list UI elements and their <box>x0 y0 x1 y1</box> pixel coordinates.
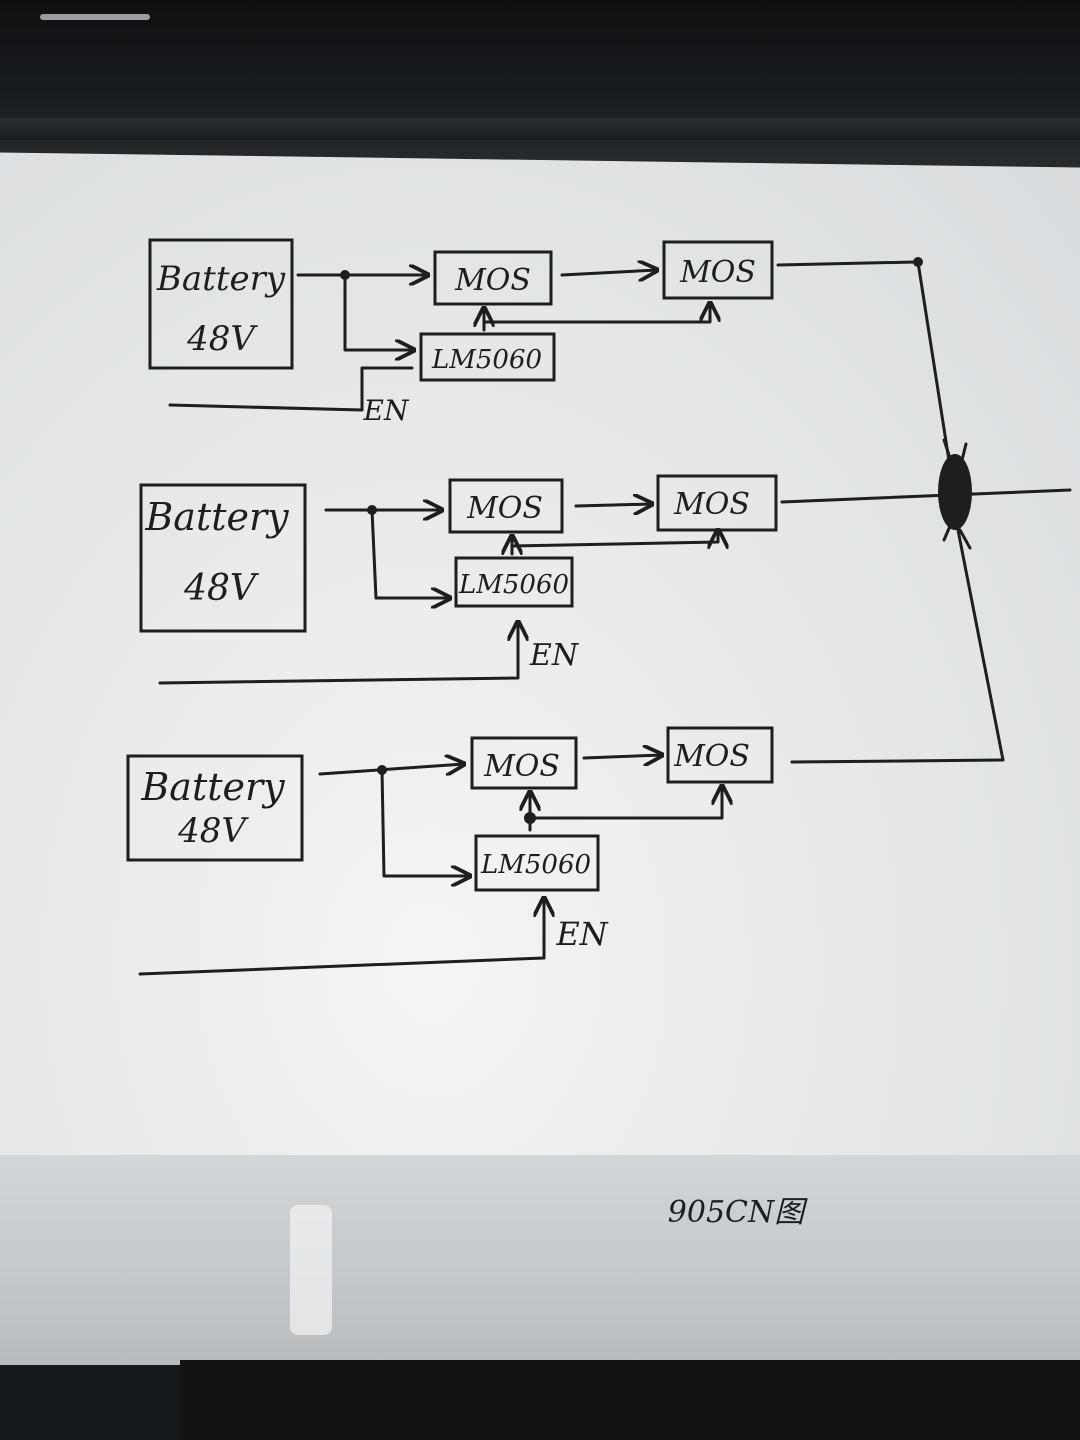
whiteboard-ledge <box>0 1155 1080 1365</box>
mos-box-1b <box>662 240 774 300</box>
lm5060-box-1 <box>419 332 556 382</box>
channel-3: Battery 48V MOS MOS LM5060 EN <box>126 726 1005 976</box>
mos-box-1a <box>433 250 553 306</box>
en-label-3: EN <box>555 915 608 953</box>
wire-out-3 <box>790 758 1005 764</box>
bus-merge-node <box>938 454 972 530</box>
lm5060-label-1: LM5060 <box>431 345 542 375</box>
bus-lower <box>956 528 1005 762</box>
footer-note: 905CN图 <box>668 1195 808 1230</box>
wire-out-2 <box>780 488 1072 504</box>
en-label-2: EN <box>529 638 580 673</box>
lm5060-label-2: LM5060 <box>458 570 569 600</box>
lm5060-box-2 <box>454 556 574 608</box>
battery-label-2: Battery <box>144 495 289 539</box>
wire-bat-mos-3 <box>318 764 464 774</box>
wire-en-3 <box>138 898 544 976</box>
desk-shadow <box>180 1360 1080 1440</box>
battery-label-1: Battery <box>156 259 286 299</box>
mos-box-3b <box>666 726 774 784</box>
wire-bat-lm-2 <box>370 508 450 598</box>
wire-en-2 <box>158 622 518 685</box>
wire-lm-gate-2b <box>510 530 718 546</box>
mos-label-1b: MOS <box>679 255 756 290</box>
battery-box-2 <box>139 483 307 633</box>
mos-label-3b: MOS <box>673 739 750 774</box>
battery-box-3 <box>126 754 304 862</box>
whiteboard-frame-top <box>0 0 1080 175</box>
mos-label-3a: MOS <box>483 749 560 784</box>
mos-box-2a <box>448 478 564 534</box>
en-label-1: EN <box>363 394 410 427</box>
battery-label-3: Battery <box>140 765 285 809</box>
mos-box-3a <box>470 736 578 790</box>
output-bus <box>913 257 1005 762</box>
light-glare <box>290 1205 332 1335</box>
voltage-label-3: 48V <box>177 811 249 851</box>
mos-label-2a: MOS <box>466 491 543 526</box>
mos-label-2b: MOS <box>673 487 750 522</box>
channel-1: Battery 48V MOS MOS LM5060 EN <box>148 238 917 427</box>
wire-mos-mos-2 <box>574 504 652 506</box>
bus-node-strokes <box>942 438 972 550</box>
lm5060-box-3 <box>474 834 600 892</box>
wire-lm-gate-3b <box>528 786 722 820</box>
frame-highlight <box>40 14 150 20</box>
channel-2: Battery 48V MOS MOS LM5060 EN <box>139 474 1072 685</box>
wire-mos-mos-1 <box>560 270 657 275</box>
wire-bat-lm-1 <box>343 273 414 350</box>
battery-box-1 <box>148 238 294 370</box>
voltage-label-2: 48V <box>183 568 260 609</box>
wire-mos-mos-3 <box>582 755 662 758</box>
wire-lm-gate-1b <box>482 303 710 324</box>
wire-en-1 <box>168 366 414 412</box>
wire-bat-lm-3 <box>380 768 470 876</box>
mos-label-1a: MOS <box>454 263 531 298</box>
lm5060-label-3: LM5060 <box>480 850 591 880</box>
wire-out-1 <box>776 260 917 267</box>
voltage-label-1: 48V <box>186 319 258 359</box>
